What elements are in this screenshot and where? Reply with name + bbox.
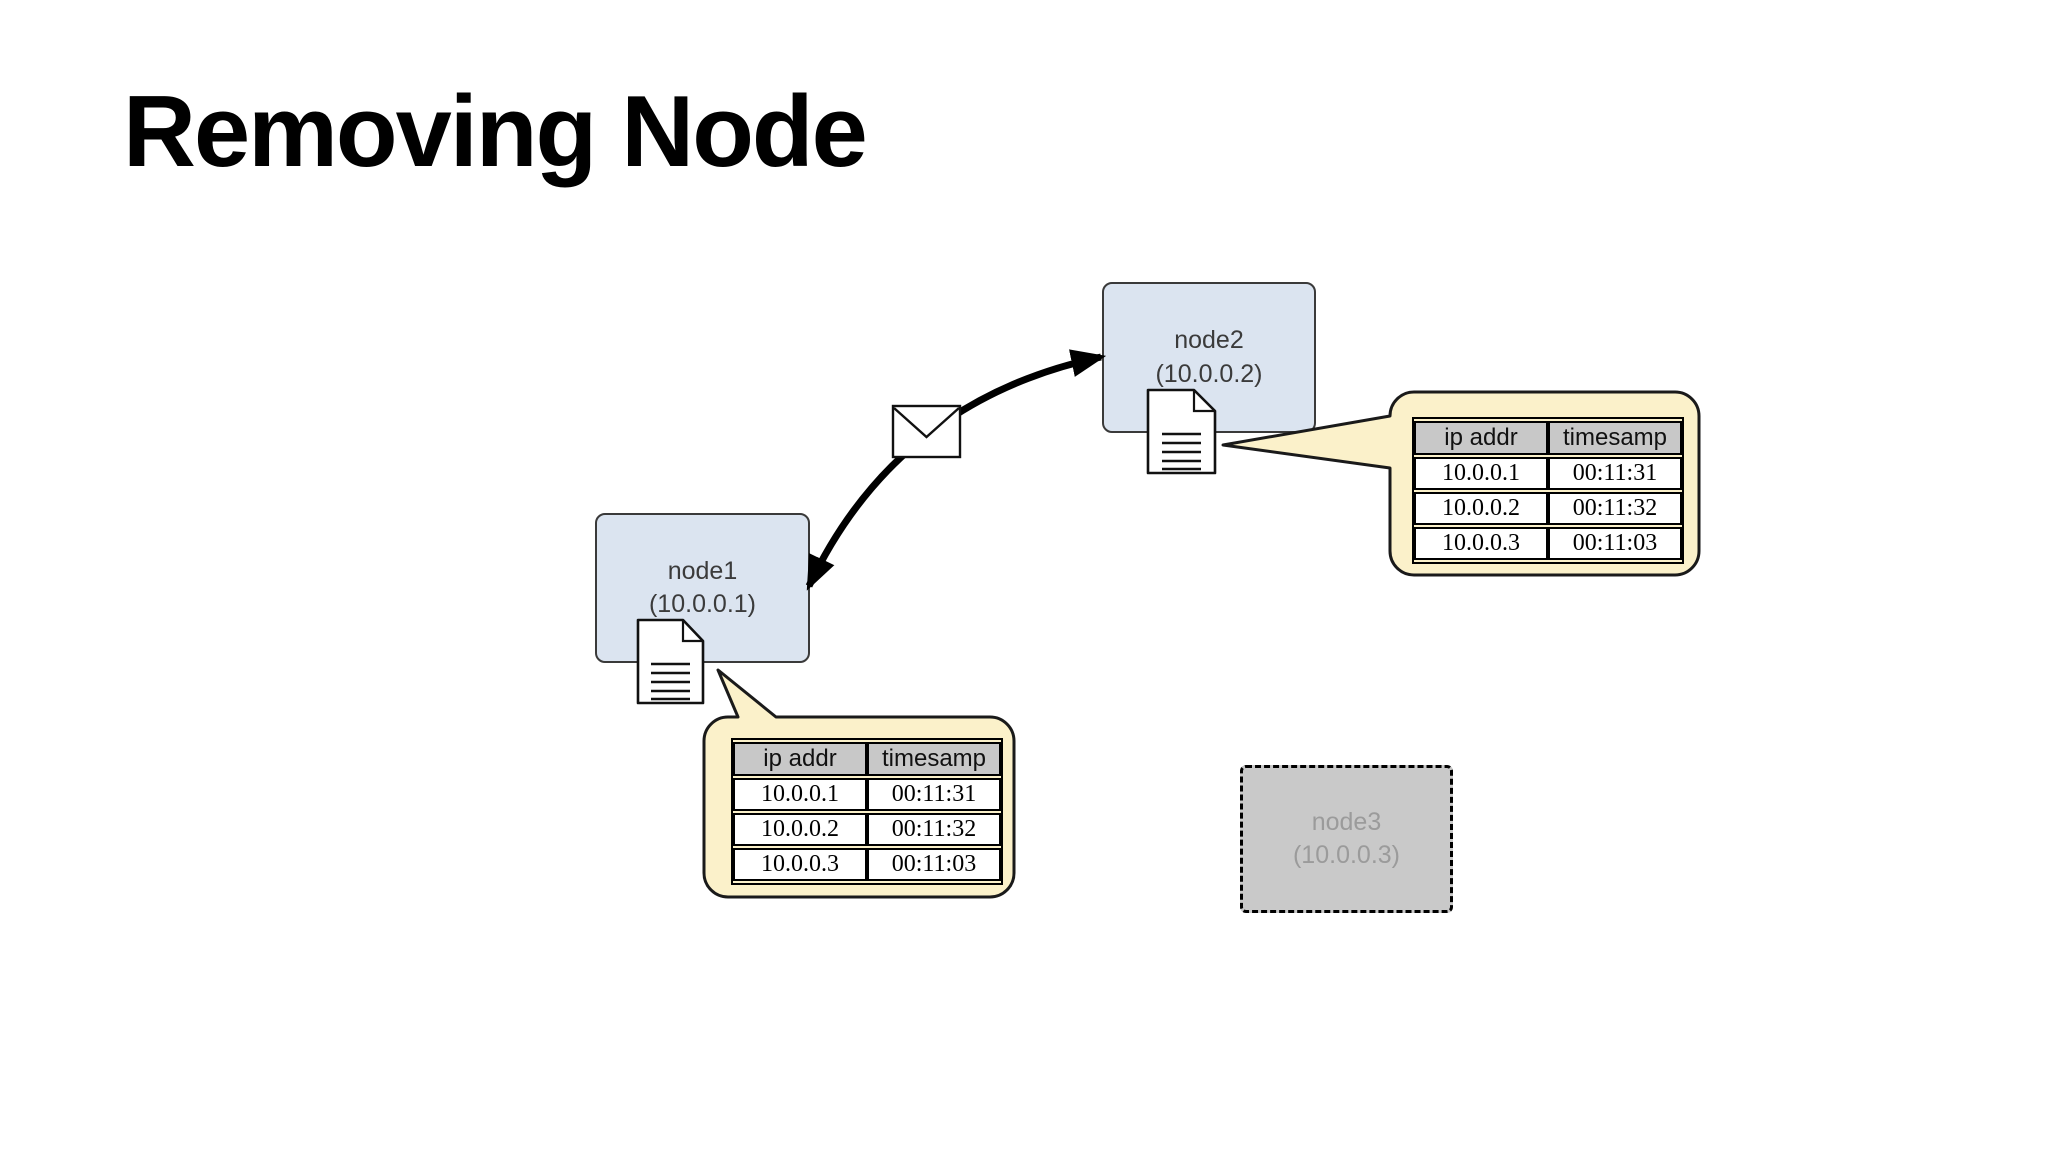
- timestamp-cell: 00:11:32: [867, 813, 1001, 846]
- timestamp-cell: 00:11:03: [1548, 527, 1682, 560]
- node3-ip: (10.0.0.3): [1292, 841, 1400, 869]
- table-header-row: ip addr timesamp: [733, 742, 1001, 776]
- table-row: 10.0.0.1 00:11:31: [733, 778, 1001, 811]
- table-row: 10.0.0.1 00:11:31: [1414, 457, 1682, 490]
- table-row: 10.0.0.3 00:11:03: [1414, 527, 1682, 560]
- routing-table-node1: ip addr timesamp 10.0.0.1 00:11:31 10.0.…: [731, 738, 1003, 885]
- ip-cell: 10.0.0.2: [1414, 492, 1548, 525]
- node1-ip: (10.0.0.1): [648, 590, 756, 618]
- ip-cell: 10.0.0.1: [1414, 457, 1548, 490]
- timestamp-cell: 00:11:03: [867, 848, 1001, 881]
- node2-name: node2: [1174, 326, 1244, 354]
- timestamp-cell: 00:11:31: [1548, 457, 1682, 490]
- column-header-timestamp: timesamp: [1548, 421, 1682, 455]
- node3-name: node3: [1311, 807, 1382, 836]
- bidirectional-arrow: [805, 349, 1107, 591]
- ip-cell: 10.0.0.1: [733, 778, 867, 811]
- table-row: 10.0.0.2 00:11:32: [733, 813, 1001, 846]
- node1-box: node1 (10.0.0.1): [595, 513, 810, 663]
- node1-name: node1: [667, 556, 738, 585]
- slide-title: Removing Node: [123, 76, 868, 188]
- ip-cell: 10.0.0.3: [1414, 527, 1548, 560]
- table-row: 10.0.0.2 00:11:32: [1414, 492, 1682, 525]
- routing-table-node2: ip addr timesamp 10.0.0.1 00:11:31 10.0.…: [1412, 417, 1684, 564]
- node2-box: node2 (10.0.0.2): [1102, 282, 1316, 433]
- table-row: 10.0.0.3 00:11:03: [733, 848, 1001, 881]
- node1-label: node1 (10.0.0.1): [649, 555, 756, 622]
- node2-label: node2 (10.0.0.2): [1155, 324, 1262, 391]
- timestamp-cell: 00:11:32: [1548, 492, 1682, 525]
- ip-cell: 10.0.0.2: [733, 813, 867, 846]
- node2-ip: (10.0.0.2): [1155, 359, 1263, 388]
- envelope-icon: [891, 404, 962, 459]
- column-header-ip-addr: ip addr: [1414, 421, 1548, 455]
- node3-box-removed: node3 (10.0.0.3): [1240, 765, 1453, 913]
- column-header-timestamp: timesamp: [867, 742, 1001, 776]
- timestamp-cell: 00:11:31: [867, 778, 1001, 811]
- node3-label: node3 (10.0.0.3): [1293, 806, 1400, 873]
- ip-cell: 10.0.0.3: [733, 848, 867, 881]
- column-header-ip-addr: ip addr: [733, 742, 867, 776]
- table-header-row: ip addr timesamp: [1414, 421, 1682, 455]
